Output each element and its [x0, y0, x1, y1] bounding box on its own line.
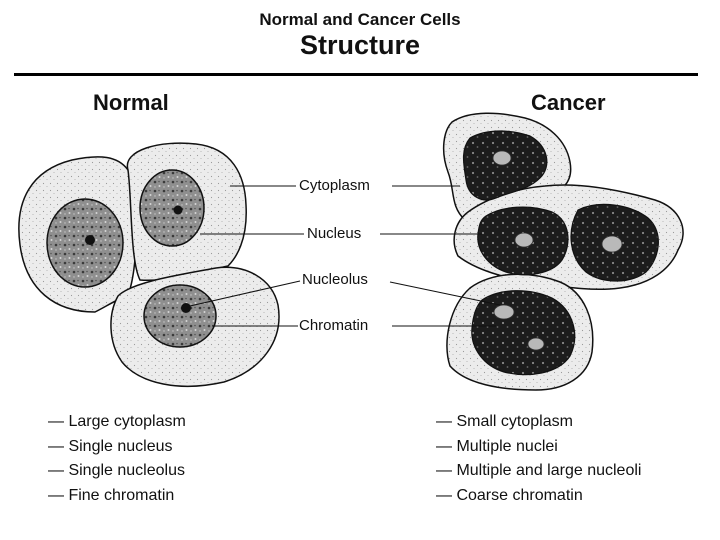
cancer-nucleolus-2 [514, 232, 534, 248]
cancer-nucleus-1 [462, 130, 548, 201]
normal-nucleolus-3 [181, 303, 191, 313]
leader-nucleolus-left [189, 280, 301, 307]
label-nucleolus: Nucleolus [301, 271, 369, 288]
normal-nucleus-3 [143, 284, 217, 348]
normal-column-heading: Normal [93, 90, 169, 115]
cancer-trait: — Small cytoplasm [436, 413, 573, 430]
normal-trait: — Single nucleolus [48, 462, 185, 479]
cancer-nucleus-4 [471, 290, 576, 376]
leader-lines [189, 185, 501, 327]
diagram-subtitle: Normal and Cancer Cells [259, 10, 461, 29]
cancer-nucleolus-4 [493, 304, 515, 320]
cancer-nucleolus-5 [527, 337, 545, 351]
normal-cells [18, 142, 280, 387]
normal-nucleolus-1 [85, 235, 95, 245]
normal-traits-list: — Large cytoplasm — Single nucleus — Sin… [48, 410, 186, 508]
normal-nucleus-2 [139, 169, 205, 247]
label-chromatin: Chromatin [298, 317, 370, 334]
label-cytoplasm: Cytoplasm [298, 177, 371, 194]
cancer-nucleolus-1 [492, 150, 512, 166]
title-rule [14, 73, 698, 76]
cancer-column-heading: Cancer [531, 90, 606, 115]
normal-trait: — Large cytoplasm [48, 413, 186, 430]
label-nucleus: Nucleus [306, 225, 363, 242]
cancer-traits-list: — Small cytoplasm — Multiple nuclei — Mu… [436, 410, 641, 508]
cancer-trait: — Multiple nuclei [436, 437, 558, 455]
normal-nucleus-1 [46, 198, 124, 288]
normal-trait: — Single nucleus [48, 437, 173, 455]
leader-nucleolus-right [389, 281, 501, 306]
normal-trait: — Fine chromatin [48, 486, 175, 504]
cancer-cells [442, 112, 684, 391]
normal-nucleolus-2 [173, 205, 183, 215]
diagram-title: Structure [299, 30, 421, 60]
cancer-nucleolus-3 [601, 235, 623, 253]
cancer-trait: — Coarse chromatin [436, 486, 583, 504]
cancer-trait: — Multiple and large nucleoli [436, 462, 642, 479]
